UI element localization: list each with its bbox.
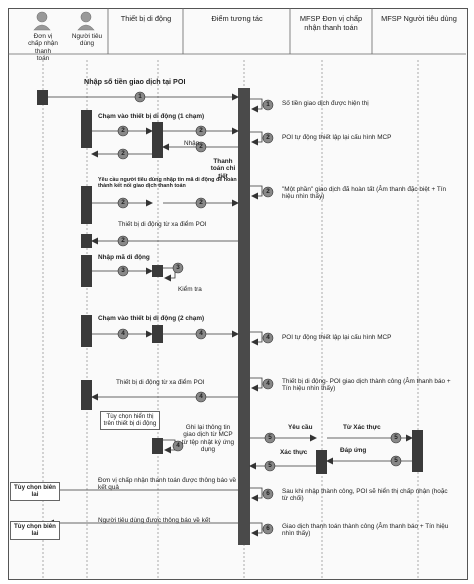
optional-display-note: Tùy chọn hiển thị trên thiết bị di động — [100, 411, 160, 430]
step-number: 2 — [266, 188, 270, 195]
step-number: 2 — [121, 150, 125, 157]
step-number: 2 — [121, 127, 125, 134]
step-number: 1 — [138, 93, 142, 100]
lane-header-mfsp-consumer: MFSP Người tiêu dùng — [381, 14, 457, 23]
message-label: Yêu cầu người tiêu dùng nhập tin mã di đ… — [98, 177, 237, 190]
annotation: Ghi lại thông tin giao dịch từ MCP từ tệ… — [181, 424, 235, 454]
step-number: 2 — [121, 237, 125, 244]
step-number: 4 — [266, 334, 270, 341]
message-label: Thiết bị di động từ xa điểm POI — [116, 379, 205, 386]
step-number: 4 — [199, 393, 203, 400]
annotation: Sau khi nhập thành công, POI sẽ hiển thị… — [282, 488, 448, 503]
step-number: 5 — [394, 434, 398, 441]
consumer-actor-icon — [77, 11, 95, 31]
step-number: 5 — [268, 462, 272, 469]
message-label: Từ Xác thực — [343, 424, 381, 431]
poi-activation-bar — [238, 88, 250, 545]
message-label: Thiết bị di động từ xa điểm POI — [118, 221, 207, 228]
step-number: 6 — [266, 525, 270, 532]
message-label: Chạm vào thiết bị di động (2 chạm) — [98, 315, 205, 322]
annotation: POI tự động thiết lập lại cấu hình MCP — [282, 334, 392, 341]
message-label: Xác thực — [280, 449, 308, 456]
step-number: 3 — [121, 267, 125, 274]
message-label: Đáp ứng — [340, 447, 367, 454]
message-label: Thanh toán chi tiết — [210, 158, 236, 180]
lane-header-mobile-device: Thiết bị di động — [120, 14, 172, 23]
annotation: POI tự động thiết lập lại cấu hình MCP — [282, 134, 392, 141]
message-label: Chạm vào thiết bị di động (1 chạm) — [98, 113, 205, 120]
message-label: Yêu cầu — [288, 424, 313, 431]
message-label: Người tiêu dùng được thông báo về kết — [98, 517, 211, 524]
header-separators — [8, 8, 466, 55]
message-label: Kiểm tra — [178, 286, 202, 293]
merchant-actor-icon — [33, 11, 51, 31]
message-label: Nhập số tiền giao dịch tại POI — [84, 77, 186, 86]
step-number: 2 — [199, 127, 203, 134]
step-number: 2 — [121, 199, 125, 206]
step-number: 3 — [176, 264, 180, 271]
lane-header-poi: Điểm tương tác — [211, 14, 263, 23]
actor-label-merchant: Đơn vị chấp nhận thanh toán — [28, 33, 58, 63]
step-number: 2 — [266, 134, 270, 141]
message-label: Nhập mã di động — [98, 254, 150, 261]
optional-receipt-note: Tùy chọn biên lai — [10, 521, 60, 540]
message-label: Đơn vị chấp nhận thanh toán được thông b… — [98, 477, 237, 492]
optional-receipt-note: Tùy chọn biên lai — [10, 482, 60, 501]
step-number: 5 — [394, 457, 398, 464]
lane-header-mfsp-merchant: MFSP Đơn vị chấp nhận thanh toán — [299, 14, 363, 32]
step-number: 4 — [176, 442, 180, 449]
message-label: Nhận — [184, 140, 200, 147]
annotation: Thiết bị di động- POI giao dịch thành cô… — [282, 378, 451, 393]
step-number: 4 — [121, 330, 125, 337]
annotation: Giao dịch thanh toán thành công (Âm than… — [282, 523, 449, 538]
step-number: 1 — [266, 101, 270, 108]
actor-label-consumer: Người tiêu dùng — [71, 33, 103, 48]
step-number: 5 — [268, 434, 272, 441]
annotation: Số tiền giao dịch được hiện thị — [282, 100, 369, 107]
step-number: 4 — [199, 330, 203, 337]
annotation: "Một phần" giao dịch đã hoàn tất (Âm tha… — [282, 186, 447, 201]
activation-bars — [37, 90, 423, 536]
step-number: 2 — [199, 199, 203, 206]
step-number: 6 — [266, 490, 270, 497]
step-markers — [117, 91, 402, 535]
step-number: 4 — [266, 380, 270, 387]
step-number: 2 — [199, 143, 203, 150]
